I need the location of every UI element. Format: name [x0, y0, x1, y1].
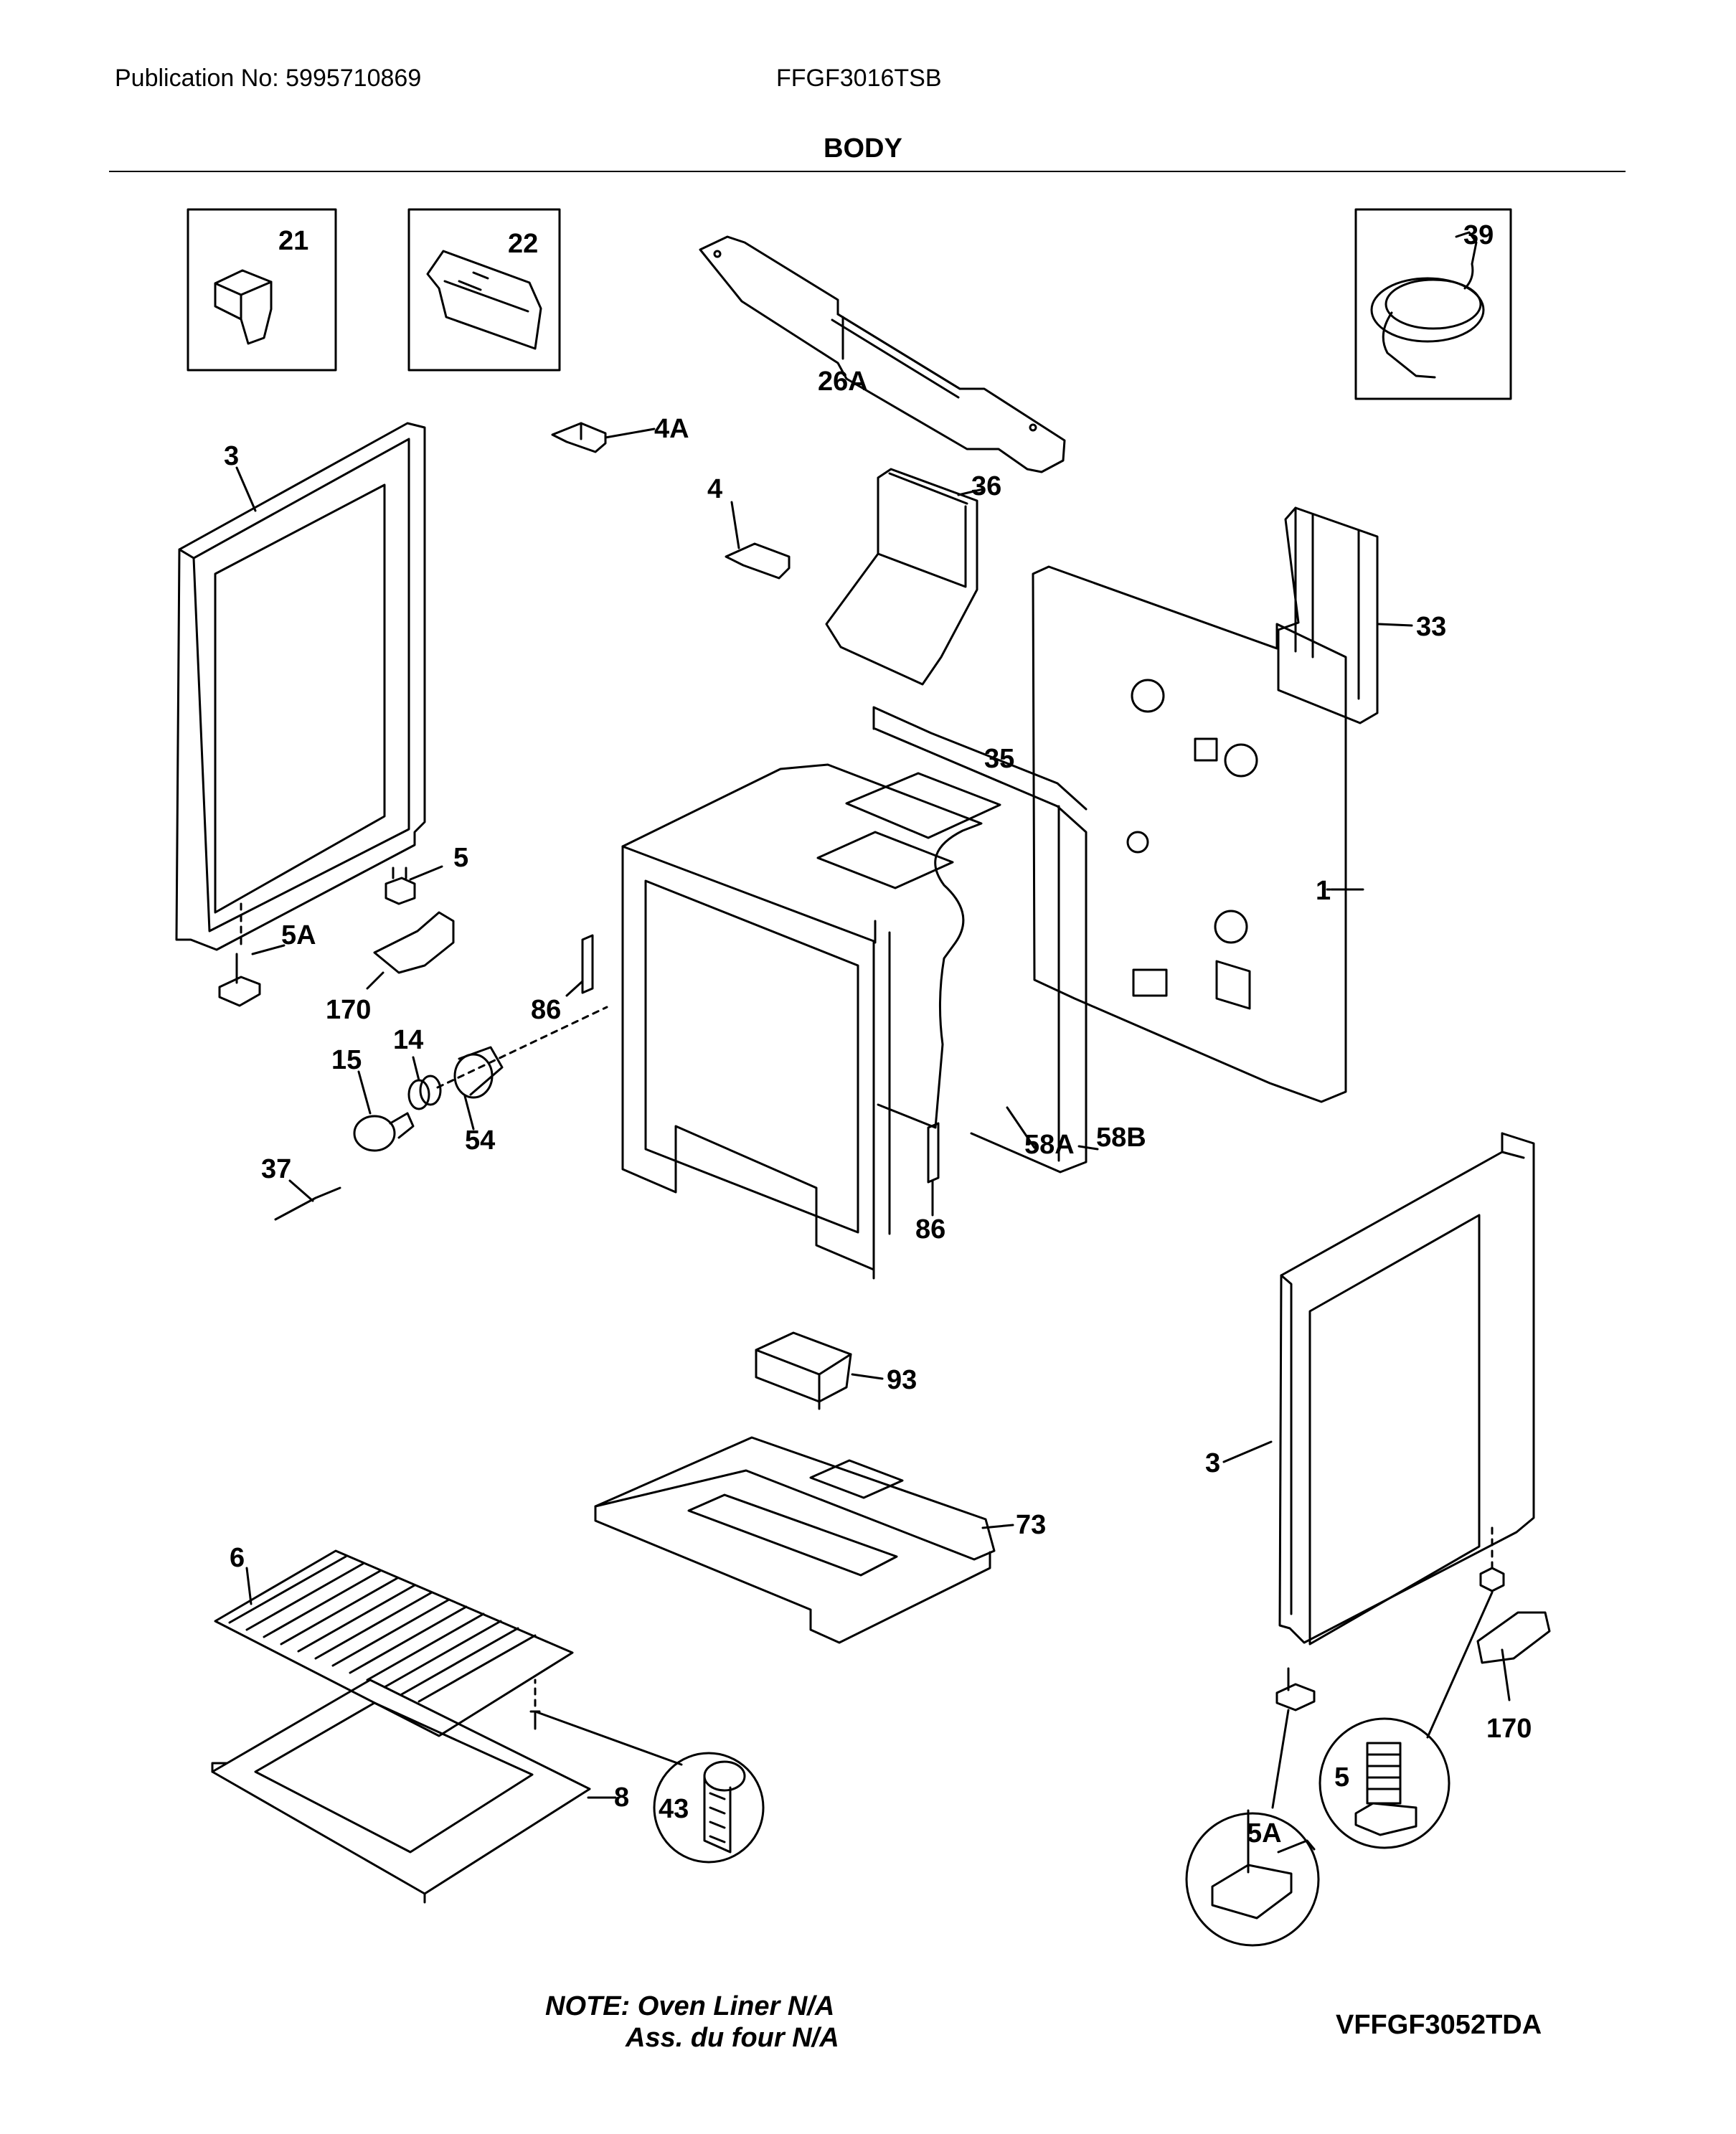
leader-86a	[565, 980, 584, 997]
leader-4	[730, 501, 740, 549]
leader-6	[245, 1567, 253, 1605]
leader-36	[957, 488, 984, 496]
part-15-bulb	[353, 1112, 415, 1152]
note-line-2: Ass. du four N/A	[626, 2023, 839, 2053]
leader-15	[357, 1070, 372, 1115]
part-170-bracket-right	[1476, 1611, 1551, 1664]
part-54-lens	[453, 1046, 504, 1099]
oven-body-cavity	[621, 763, 1001, 1280]
callout-86-left: 86	[531, 995, 561, 1025]
inset-part-39	[1354, 208, 1512, 400]
part-36-duct	[825, 468, 978, 686]
part-5a-leg-left	[218, 953, 261, 1007]
callout-3-left: 3	[224, 441, 239, 471]
publication-number: Publication No: 5995710869	[115, 65, 422, 92]
part-58-insulation	[872, 706, 1088, 1174]
part-6-oven-rack	[214, 1549, 574, 1737]
callout-5a-left: 5A	[281, 920, 316, 950]
leader-170a	[366, 971, 385, 990]
diagram-code: VFFGF3052TDA	[1336, 2010, 1542, 2040]
zoom-circle-43	[653, 1752, 765, 1864]
part-1-rear-panel	[1032, 565, 1347, 1103]
part-3-left-side-panel	[175, 422, 426, 951]
part-4a-clip	[551, 422, 607, 453]
inset-part-22	[407, 208, 561, 372]
model-number: FFGF3016TSB	[776, 65, 942, 92]
callout-8: 8	[614, 1783, 629, 1813]
leader-5b-zoom	[1426, 1591, 1494, 1739]
callout-1: 1	[1316, 876, 1331, 906]
callout-73: 73	[1016, 1510, 1046, 1540]
callout-33: 33	[1416, 612, 1446, 642]
callout-43: 43	[659, 1794, 689, 1824]
leader-4a	[604, 428, 656, 439]
leader-14	[412, 1056, 420, 1082]
leader-3b	[1222, 1440, 1273, 1463]
leader-58b	[1077, 1145, 1099, 1151]
section-title: BODY	[824, 133, 902, 164]
callout-5a-zoom: 5A	[1247, 1818, 1282, 1849]
callout-86-right: 86	[915, 1214, 945, 1245]
callout-58b: 58B	[1096, 1123, 1146, 1153]
callout-15: 15	[331, 1045, 362, 1075]
callout-35: 35	[984, 744, 1014, 774]
zoom-circle-5	[1318, 1717, 1450, 1849]
callout-58a: 58A	[1024, 1130, 1075, 1160]
leader-73	[981, 1524, 1014, 1529]
part-5-leg-left	[385, 867, 416, 905]
callout-3-right: 3	[1205, 1448, 1220, 1478]
callout-5-left: 5	[453, 843, 468, 873]
leader-93	[851, 1373, 884, 1380]
leader-33	[1377, 623, 1413, 627]
part-33-cover	[1277, 506, 1379, 724]
callout-14: 14	[393, 1025, 423, 1055]
part-170-bracket-left	[373, 911, 455, 974]
callout-22: 22	[508, 229, 538, 259]
callout-36: 36	[971, 471, 1001, 501]
header-rule	[109, 171, 1626, 172]
callout-5-zoom: 5	[1334, 1762, 1349, 1793]
callout-170-left: 170	[326, 995, 371, 1025]
leader-43-zoom	[534, 1710, 683, 1766]
callout-4a: 4A	[654, 414, 689, 444]
callout-labels: 21 22 26A 39 4A 3 4 36 33 35 5 1 5A 170 …	[224, 220, 1532, 1849]
leader-58a	[1006, 1106, 1036, 1149]
part-37-wire	[274, 1186, 341, 1221]
callout-170-right: 170	[1486, 1714, 1532, 1744]
callout-4: 4	[707, 474, 722, 504]
inset-part-21	[187, 208, 337, 372]
callout-26a: 26A	[818, 367, 868, 397]
leader-37	[288, 1179, 314, 1202]
leader-170b	[1501, 1648, 1511, 1701]
leader-5a	[409, 865, 443, 881]
callout-37: 37	[261, 1154, 291, 1184]
part-26a-bracket	[699, 235, 1066, 473]
part-43-screw	[529, 1710, 541, 1730]
callout-21: 21	[278, 226, 308, 256]
callout-54: 54	[465, 1125, 495, 1156]
callout-39: 39	[1463, 220, 1494, 250]
part-86-hinge-right	[927, 1122, 940, 1184]
lamp-axis	[436, 1006, 608, 1089]
part-93-foam	[755, 1331, 852, 1410]
leader-5aa	[251, 944, 286, 955]
part-73-bottom-panel	[594, 1436, 996, 1644]
part-3-right-side-panel	[1278, 1132, 1535, 1646]
part-4-clip	[725, 542, 791, 580]
note-line-1: NOTE: Oven Liner N/A	[545, 1991, 835, 2021]
part-5a-leg-right	[1275, 1667, 1316, 1712]
part-5-leg-right	[1479, 1567, 1505, 1592]
leader-54	[463, 1095, 475, 1130]
part-86-hinge-left	[581, 934, 594, 994]
leader-5ab-zoom	[1271, 1709, 1290, 1809]
leader-3a	[235, 466, 257, 512]
part-8-bottom-tray	[211, 1679, 591, 1904]
callout-93: 93	[887, 1365, 917, 1395]
zoom-circle-5a	[1185, 1809, 1320, 1947]
callout-6: 6	[230, 1543, 245, 1573]
part-14-socket	[407, 1075, 442, 1110]
